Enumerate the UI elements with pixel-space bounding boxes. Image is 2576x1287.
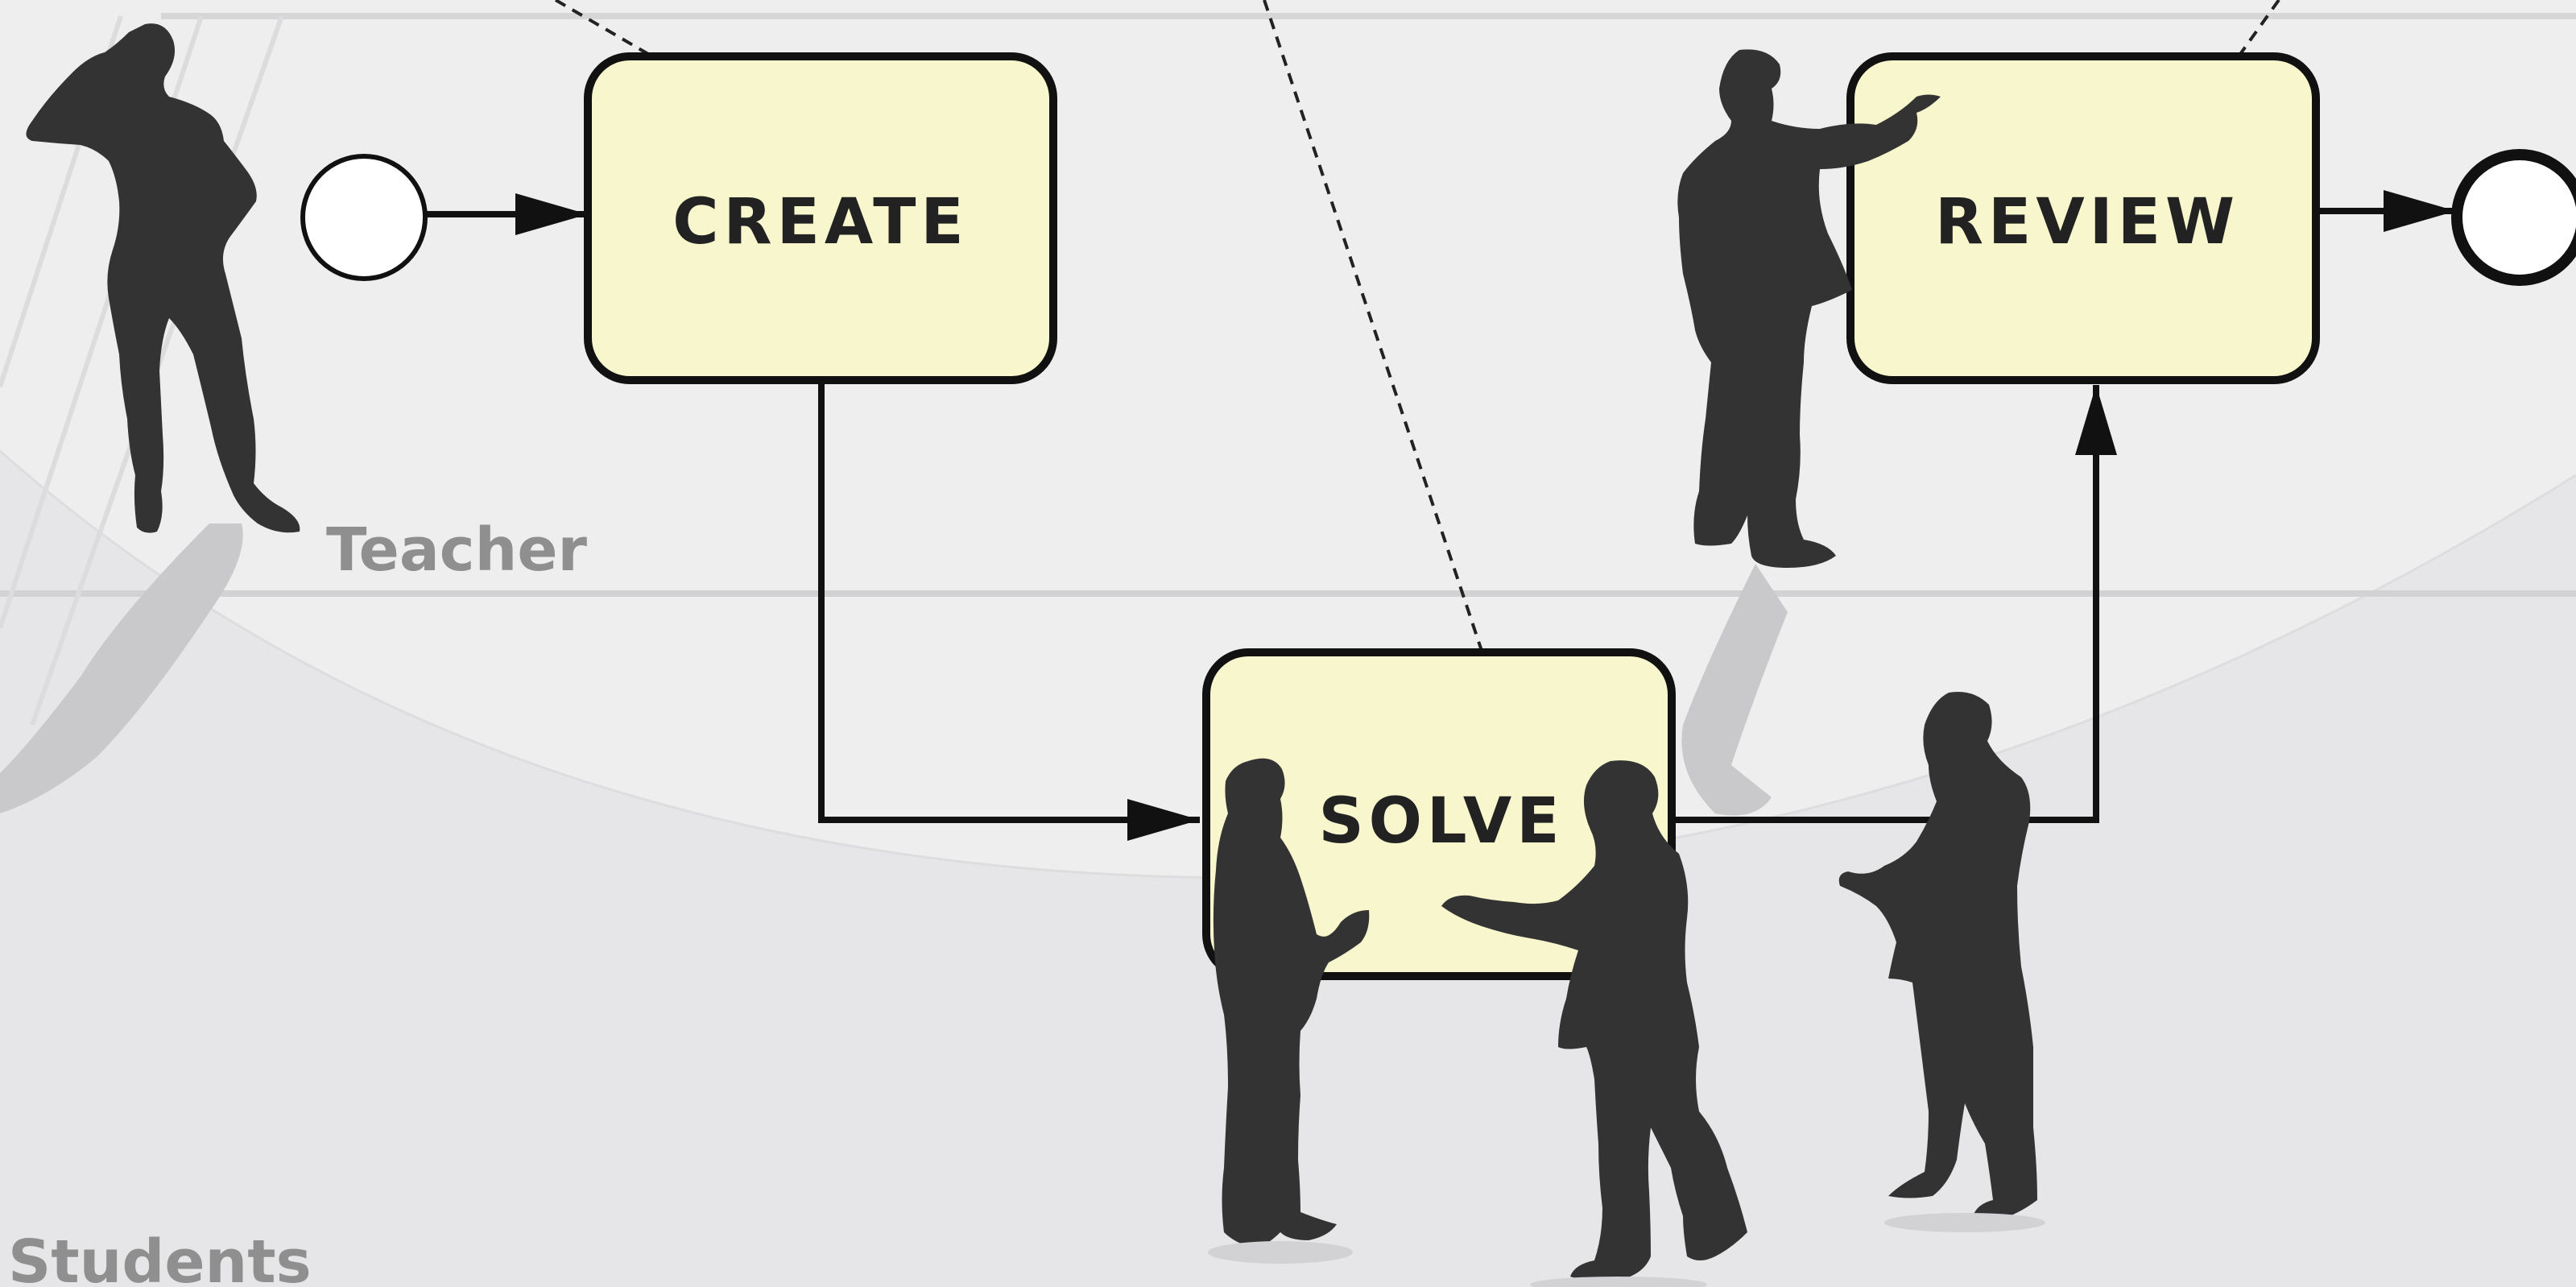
lane-label-students: Students: [8, 1227, 312, 1287]
teacher-silhouette: [26, 23, 300, 533]
start-event: [300, 154, 428, 281]
sequence-flows: [427, 190, 2464, 841]
arrowhead: [1127, 799, 1200, 841]
task-solve-box: [1202, 648, 1676, 980]
task-create: CREATE: [584, 52, 1057, 384]
student-shadow: [1208, 1241, 1353, 1264]
flow-solve-to-review: [1671, 385, 2099, 823]
task-review-label: REVIEW: [1935, 186, 2239, 259]
lane-label-teacher: Teacher: [326, 515, 588, 585]
student-silhouette-center: [1441, 760, 1747, 1281]
task-review: REVIEW: [1846, 52, 2320, 384]
reviewer-silhouette: [1677, 49, 1941, 568]
arrowhead: [2384, 190, 2456, 232]
task-solve: SOLVE: [1202, 648, 1676, 980]
end-event: [2451, 149, 2576, 286]
student-shadow: [1530, 1277, 1707, 1287]
student-shadow: [1884, 1213, 2045, 1232]
student-silhouette-left: [1213, 758, 1370, 1248]
student-silhouette-right: [1838, 692, 2037, 1219]
task-create-box: [584, 52, 1057, 384]
task-review-box: [1846, 52, 2320, 384]
task-solve-label: SOLVE: [1318, 785, 1564, 858]
arrowhead: [515, 193, 588, 235]
teacher-hand: [201, 178, 221, 211]
teacher-shadow: [0, 523, 243, 813]
task-create-label: CREATE: [672, 186, 968, 259]
association-line-solve: [1263, 0, 1483, 652]
flow-create-to-solve: [818, 379, 1200, 823]
student-shadow: [1681, 564, 1788, 816]
arrowhead: [2075, 385, 2117, 455]
